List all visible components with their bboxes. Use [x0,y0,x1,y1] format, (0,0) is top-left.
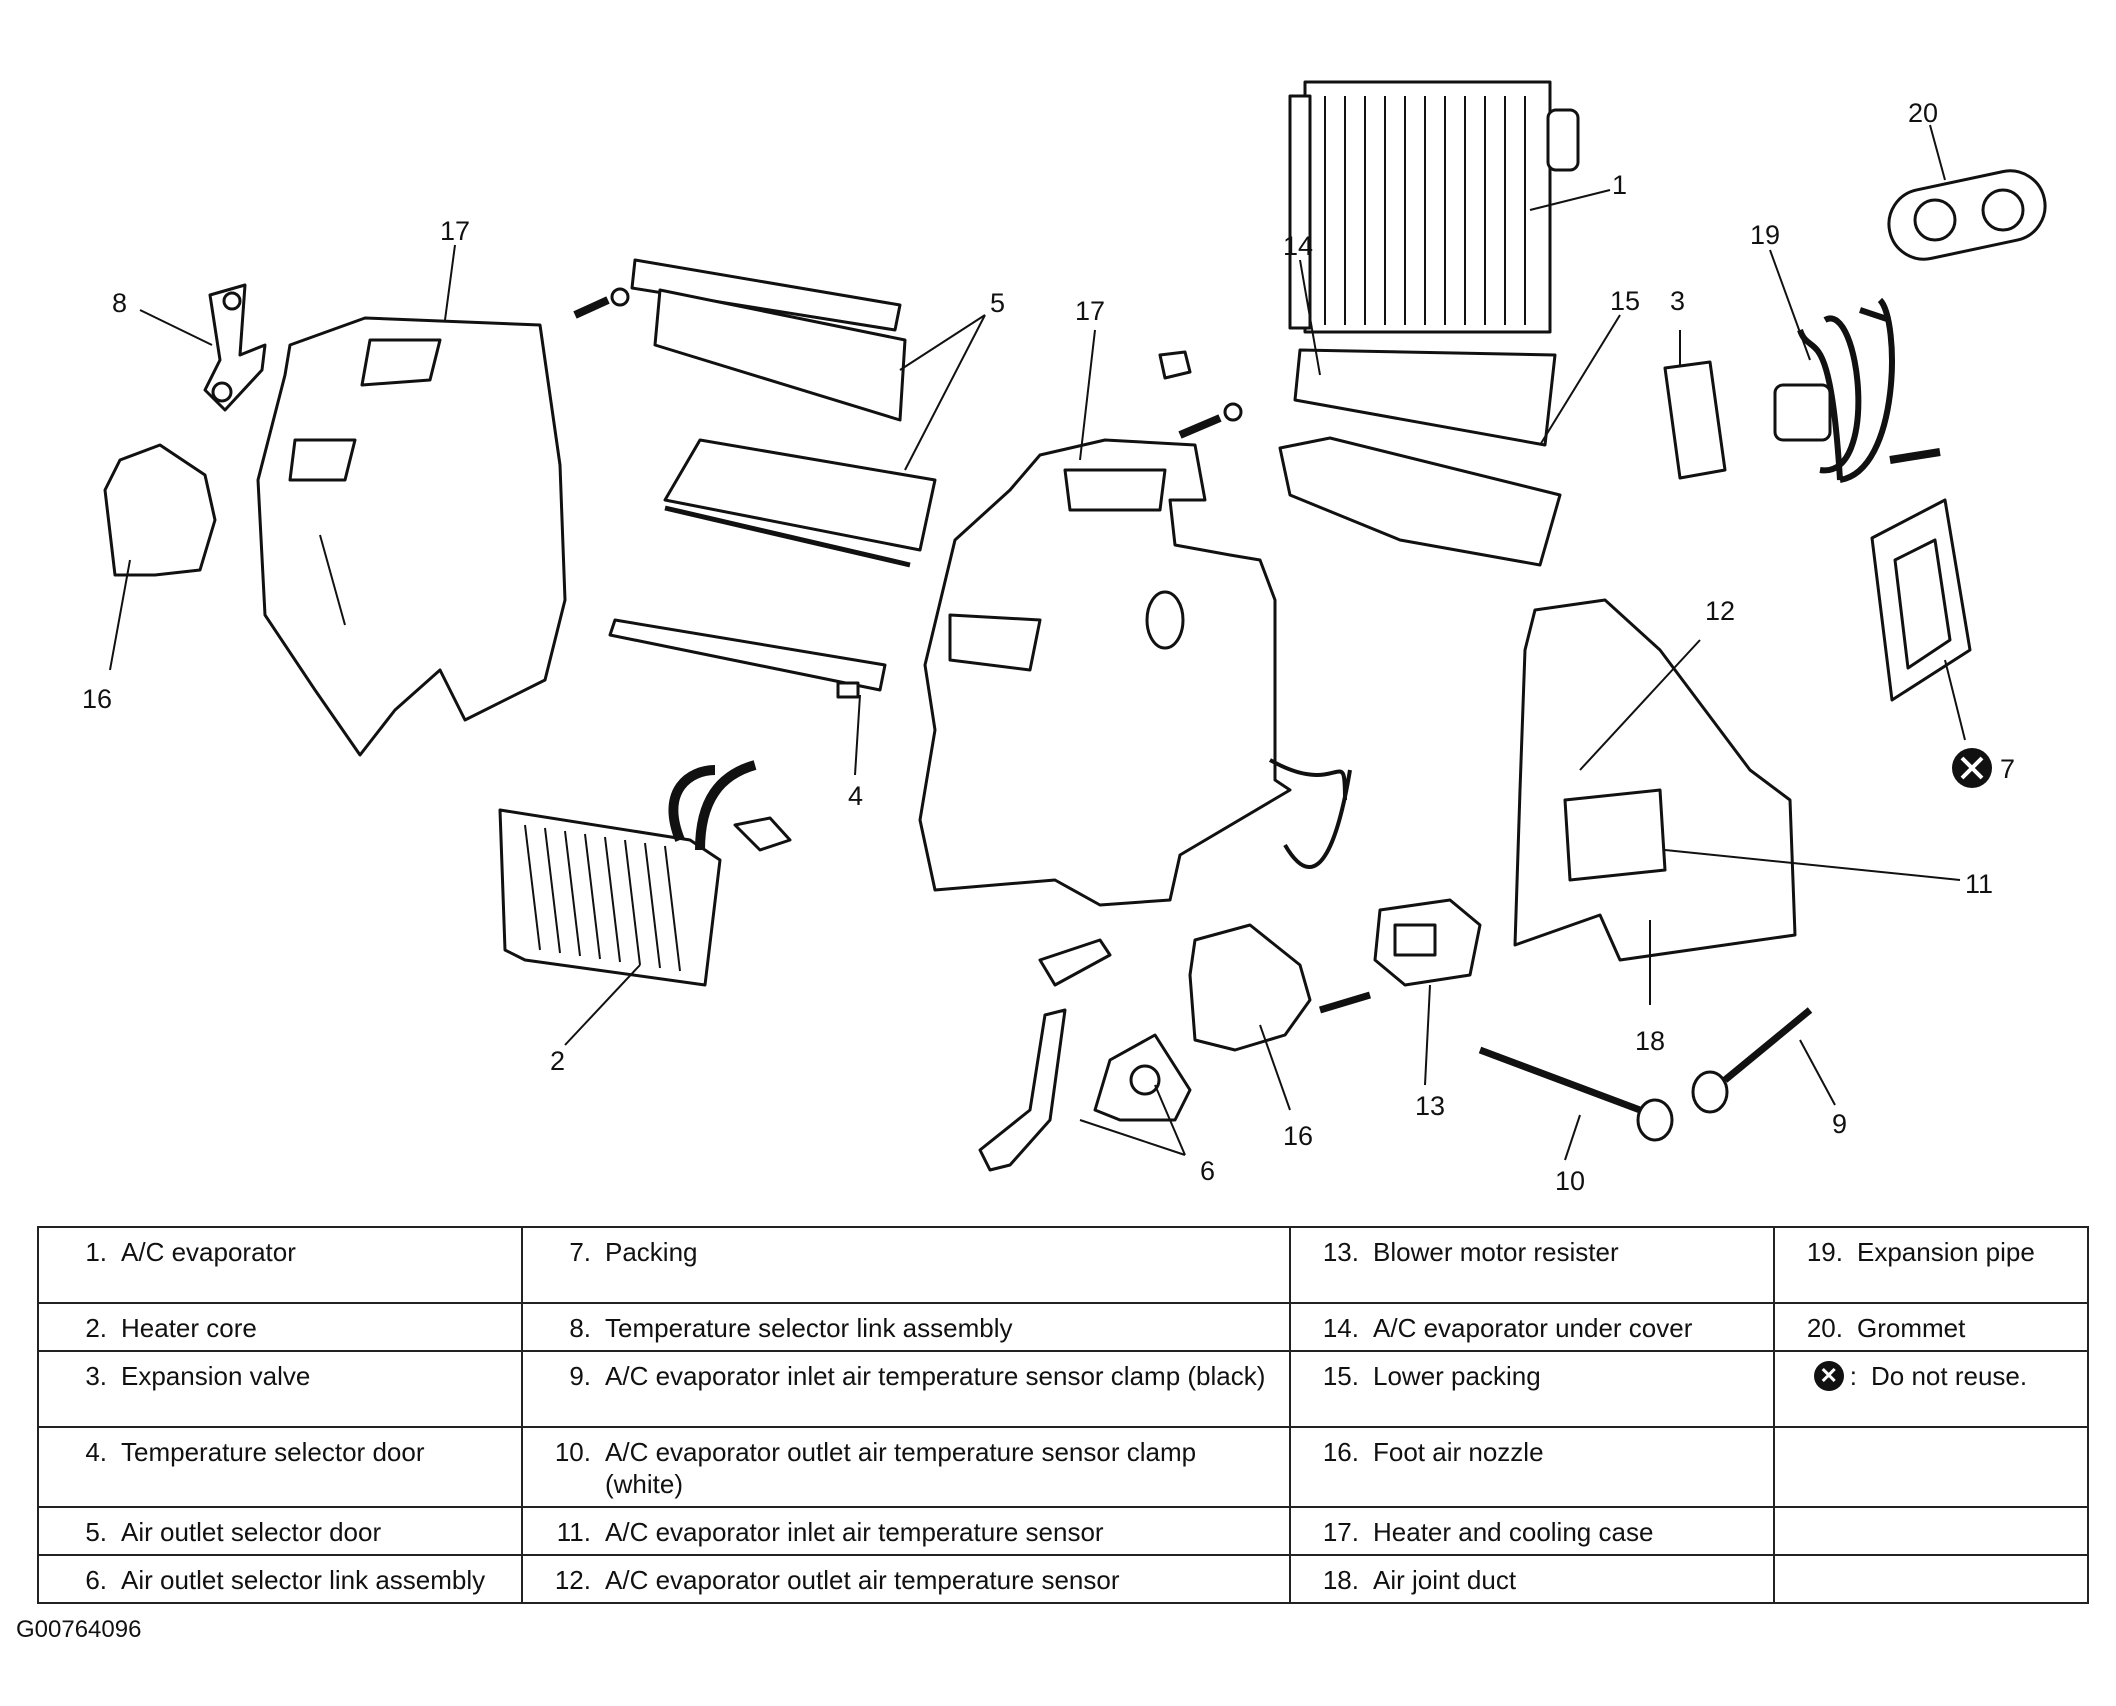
legend-cell: 2.Heater core [37,1302,523,1352]
legend-cell: 16.Foot air nozzle [1289,1426,1775,1508]
legend-cell: 11.A/C evaporator inlet air temperature … [521,1506,1291,1556]
callout-12: 12 [1705,596,1735,626]
part-air-joint-duct [1513,598,1797,962]
part-heater-core [498,760,757,987]
callout-14: 14 [1283,231,1313,261]
leader-lines [109,124,1966,1161]
part-heater-cooling-case-left [256,316,567,757]
legend-cell: 14.A/C evaporator under cover [1289,1302,1775,1352]
part-packing [1870,498,1972,702]
figure-code: G00764096 [16,1616,142,1643]
callout-4: 4 [848,781,863,811]
fasteners [573,287,1941,852]
exploded-parts-diagram: 1 2 3 4 5 6 7 8 9 10 11 12 13 14 15 16 1… [82,80,2047,1196]
legend-cell: 10.A/C evaporator outlet air temperature… [521,1426,1291,1508]
callout-5: 5 [990,288,1005,318]
x-circle-icon: ✕ [1813,1361,1844,1391]
callout-7: 7 [2000,754,2015,784]
legend-cell: 13.Blower motor resister [1289,1226,1775,1304]
callout-17-center: 17 [1075,296,1105,326]
callout-8: 8 [112,288,127,318]
part-expansion-pipe [1797,297,1895,483]
part-air-outlet-selector-doors [608,258,937,692]
part-foot-air-nozzle-left [103,443,217,577]
parts-legend-table: 1.A/C evaporator 7.Packing 13.Blower mot… [37,1226,2089,1604]
callout-13: 13 [1415,1091,1445,1121]
legend-cell: 7.Packing [521,1226,1291,1304]
callout-20: 20 [1908,98,1938,128]
callout-16-center: 16 [1283,1121,1313,1151]
legend-cell: 18.Air joint duct [1289,1554,1775,1604]
legend-cell: 17.Heater and cooling case [1289,1506,1775,1556]
legend-cell [1773,1554,2089,1604]
callout-11: 11 [1965,869,1993,899]
part-temperature-selector-link [203,283,267,412]
part-ac-evaporator [1288,80,1580,334]
callout-1: 1 [1612,170,1627,200]
legend-cell: 3.Expansion valve [37,1350,523,1428]
part-evaporator-under-cover [1293,348,1557,447]
legend-cell: 12.A/C evaporator outlet air temperature… [521,1554,1291,1604]
x-circle-icon [1952,748,1992,788]
legend-cell: 9.A/C evaporator inlet air temperature s… [521,1350,1291,1428]
legend-cell: 1.A/C evaporator [37,1226,523,1304]
callout-18: 18 [1635,1026,1665,1056]
callout-15: 15 [1610,286,1640,316]
part-sensor-clamps [1478,1007,1813,1142]
legend-cell: 15.Lower packing [1289,1350,1775,1428]
part-air-outlet-selector-link [978,938,1192,1172]
callout-labels: 1 2 3 4 5 6 7 8 9 10 11 12 13 14 15 16 1… [82,98,2015,1196]
callout-17-left: 17 [440,216,470,246]
legend-cell [1773,1506,2089,1556]
part-heater-cooling-case-center [918,438,1352,907]
legend-cell: 8.Temperature selector link assembly [521,1302,1291,1352]
legend-cell: 4.Temperature selector door [37,1426,523,1508]
part-lower-packing [1278,436,1562,567]
callout-19: 19 [1750,220,1780,250]
callout-6: 6 [1200,1156,1215,1186]
callout-2: 2 [550,1046,565,1076]
legend-cell: 6.Air outlet selector link assembly [37,1554,523,1604]
part-expansion-valve [1663,360,1727,480]
legend-cell [1773,1426,2089,1508]
part-grommet [1887,169,2047,261]
part-foot-air-nozzle-center [1188,923,1312,1052]
callout-10: 10 [1555,1166,1585,1196]
part-temperature-selector-door-tab [836,681,860,699]
callout-16-left: 16 [82,684,112,714]
legend-cell: 20.Grommet [1773,1302,2089,1352]
legend-cell: 19.Expansion pipe [1773,1226,2089,1304]
callout-9: 9 [1832,1109,1847,1139]
callout-3: 3 [1670,286,1685,316]
legend-cell: ✕:Do not reuse. [1773,1350,2089,1428]
part-blower-motor-resister [1318,898,1482,1014]
legend-cell: 5.Air outlet selector door [37,1506,523,1556]
